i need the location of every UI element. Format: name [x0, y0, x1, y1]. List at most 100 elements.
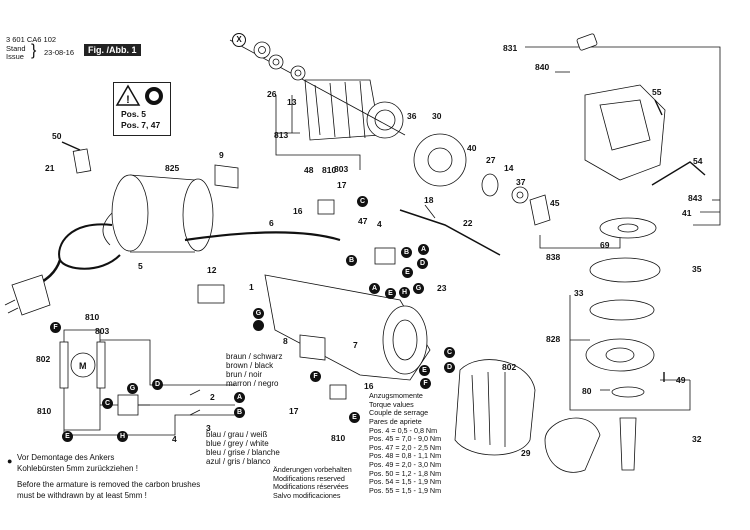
wire-color-line-3: brun / noir [226, 370, 263, 379]
note-en-line2: must be withdrawn by at least 5mm ! [17, 490, 147, 500]
note-de-line2: Kohlebürsten 5mm zurückziehen ! [17, 463, 138, 473]
marker-f-brush: F [310, 371, 321, 382]
svg-text:!: ! [126, 94, 130, 106]
callout-825: 825 [165, 163, 180, 173]
callout-32: 32 [692, 434, 702, 444]
callout-49: 49 [676, 375, 686, 385]
callout-831: 831 [503, 43, 518, 53]
wire-color-line-1: braun / schwarz [226, 352, 283, 361]
note-german: Vor Demontage des Ankers Kohlebürsten 5m… [17, 453, 138, 475]
marker-c-field: C [444, 347, 455, 358]
wire-color-line-7: blue / grey / white [206, 439, 269, 448]
callout-16-bottom: 16 [364, 381, 374, 391]
marker-c-circuit: C [102, 398, 113, 409]
marker-d-circuit: D [152, 379, 163, 390]
marker-e-switch: E [385, 288, 396, 299]
marker-f-field: F [420, 378, 431, 389]
callout-69: 69 [600, 240, 610, 250]
marker-e-field: E [419, 365, 430, 376]
callout-828: 828 [546, 334, 561, 344]
callout-29: 29 [521, 448, 531, 458]
wire-color-line-6: blau / grau / weiß [206, 430, 268, 439]
marker-d-field: D [444, 362, 455, 373]
issue-date: 23-08-16 [44, 48, 75, 57]
marker-a-switch: A [369, 283, 380, 294]
marker-h-circuit: H [117, 431, 128, 442]
mod-line-en: Modifications reserved [273, 473, 345, 483]
callout-803: 803 [334, 164, 349, 174]
callout-50: 50 [52, 131, 62, 141]
callout-45: 45 [550, 198, 560, 208]
marker-h-switch: H [399, 287, 410, 298]
callout-802-field: 802 [502, 362, 517, 372]
callout-37: 37 [516, 177, 526, 187]
callout-5: 5 [138, 261, 143, 271]
torque-title-es: Pares de apriete [369, 416, 422, 426]
brace-glyph: } [31, 42, 37, 59]
warning-pos-line1: Pos. 5 [121, 109, 147, 119]
callout-810-top: 810 [322, 165, 337, 175]
callout-13: 13 [287, 97, 297, 107]
issue-label: Issue [6, 52, 24, 61]
callout-838: 838 [546, 252, 561, 262]
torque-title-de: Anzugsmomente [369, 391, 423, 400]
callout-7: 7 [353, 340, 358, 350]
note-de-line1: Vor Demontage des Ankers [17, 453, 115, 462]
callout-27: 27 [486, 155, 496, 165]
torque-row: Pos. 4 = 0,5 - 0,8 Nm [369, 425, 438, 435]
callout-17-bottom: 17 [289, 406, 299, 416]
callout-80: 80 [582, 386, 592, 396]
marker-a-circuit: A [234, 392, 245, 403]
callout-23: 23 [437, 283, 447, 293]
callout-54: 54 [693, 156, 703, 166]
mod-line-es: Salvo modificaciones [273, 490, 341, 500]
callout-4-circuit: 4 [172, 434, 177, 444]
wire-color-line-4: marron / negro [226, 379, 279, 388]
torque-row: Pos. 45 = 7,0 - 9,0 Nm [369, 434, 442, 444]
marker-x: X [232, 33, 246, 47]
callout-41: 41 [682, 208, 692, 218]
marker-e-circuit: E [62, 431, 73, 442]
callout-843: 843 [688, 193, 703, 203]
callout-21: 21 [45, 163, 55, 173]
callout-3: 3 [206, 423, 211, 433]
callout-8: 8 [283, 336, 288, 346]
torque-row: Pos. 48 = 0,8 - 1,1 Nm [369, 451, 442, 461]
callout-22: 22 [463, 218, 473, 228]
stand-label: Stand [6, 44, 26, 53]
marker-g-circuit: G [127, 383, 138, 394]
torque-title: Anzugsmomente Torque values Couple de se… [369, 391, 442, 496]
callout-55: 55 [652, 87, 662, 97]
callout-17-top: 17 [337, 180, 347, 190]
callout-9: 9 [219, 150, 224, 160]
wire-color-line-8: bleu / grise / blanche [206, 448, 280, 457]
callout-26: 26 [267, 89, 277, 99]
callout-48: 48 [304, 165, 314, 175]
callout-803-circuit: 803 [95, 326, 110, 336]
marker-e-brush: E [349, 412, 360, 423]
callout-810-circuit-top: 810 [85, 312, 100, 322]
mod-line-de: Änderungen vorbehalten [273, 465, 352, 474]
marker-dot-solid [253, 320, 264, 331]
torque-title-en: Torque values [369, 399, 414, 409]
torque-row: Pos. 50 = 1,2 - 1,8 Nm [369, 468, 442, 478]
callout-16-top: 16 [293, 206, 303, 216]
marker-e-top: E [402, 267, 413, 278]
torque-row: Pos. 54 = 1,5 - 1,9 Nm [369, 477, 442, 487]
figure-label: Fig. /Abb. 1 [84, 44, 141, 56]
callout-35: 35 [692, 264, 702, 274]
marker-a-top: A [418, 244, 429, 255]
callout-12: 12 [207, 265, 217, 275]
marker-g-switch: G [413, 283, 424, 294]
callout-18: 18 [424, 195, 434, 205]
marker-g-switch-left: G [253, 308, 264, 319]
callout-810-bottom: 810 [331, 433, 346, 443]
bullet-dot-icon: ● [7, 456, 13, 466]
marker-b-top: B [346, 255, 357, 266]
torque-title-fr: Couple de serrage [369, 408, 429, 418]
torque-row: Pos. 55 = 1,5 - 1,9 Nm [369, 486, 442, 496]
callout-6: 6 [269, 218, 274, 228]
part-number: 3 601 CA6 102 [6, 35, 57, 44]
warning-pos-line2: Pos. 7, 47 [121, 120, 161, 130]
